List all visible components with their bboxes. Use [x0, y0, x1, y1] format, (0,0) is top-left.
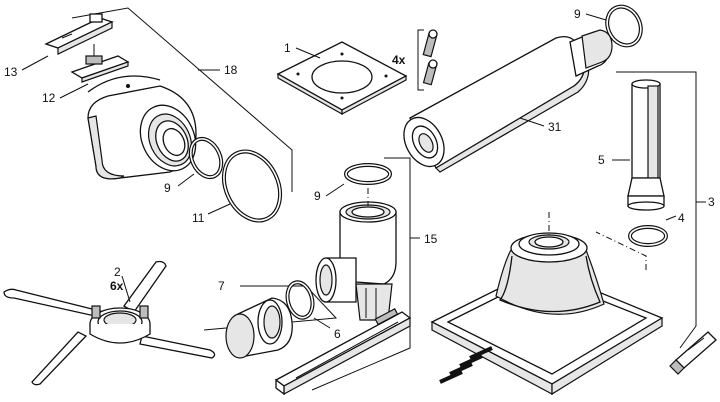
fixing-screws — [439, 346, 493, 384]
callout-11: 11 — [192, 211, 205, 225]
group-3-roof-flashing — [430, 71, 717, 396]
bracket-3 — [616, 71, 697, 349]
wall-plate-1 — [276, 41, 408, 116]
extension-pipe-31 — [403, 29, 613, 173]
callout-5: 5 — [598, 153, 605, 167]
bracket-15 — [311, 157, 411, 391]
leader-9-tee — [325, 183, 345, 197]
elbow-pipe-18 — [87, 85, 197, 180]
seal-ring-9-top — [605, 4, 643, 48]
seal-ring-9-elbow — [188, 136, 224, 180]
clamp-strap — [87, 75, 161, 93]
group-15-tee-assembly — [274, 157, 420, 396]
screw-set — [417, 29, 438, 91]
flashing-base — [430, 232, 664, 396]
callout-2-quantity: 6x — [110, 279, 124, 293]
clamp-plate-12 — [70, 44, 130, 83]
adapter-pipe — [225, 297, 293, 359]
leader-6 — [313, 317, 331, 329]
seal-ring-6 — [285, 280, 315, 320]
leader-2 — [121, 275, 131, 303]
seal-ring-4 — [628, 225, 668, 247]
support-bracket-2 — [3, 260, 216, 386]
callout-9-top: 9 — [574, 7, 581, 21]
leader-9-top — [585, 13, 607, 21]
callout-13: 13 — [4, 65, 18, 79]
leader-4 — [665, 215, 677, 221]
leader-31 — [519, 117, 545, 127]
callout-7: 7 — [218, 279, 225, 293]
callout-3: 3 — [708, 195, 715, 209]
callout-9-elbow: 9 — [164, 181, 171, 195]
group-7-adapter — [203, 280, 338, 359]
callout-18: 18 — [224, 63, 238, 77]
tee-body — [315, 201, 397, 321]
leader-9-elbow — [177, 173, 195, 187]
callout-2: 2 — [114, 265, 121, 279]
inner-tube-5 — [627, 79, 665, 211]
bracket-18 — [71, 7, 293, 192]
clamp-bracket-13 — [44, 13, 114, 55]
mounting-rail — [274, 308, 412, 396]
callout-4: 4 — [678, 211, 685, 225]
callout-31: 31 — [548, 120, 562, 134]
seal-ring-11 — [221, 149, 283, 223]
centerline-tube — [595, 231, 647, 270]
callout-15: 15 — [424, 232, 438, 246]
leader-12 — [59, 83, 89, 99]
callout-9-tee: 9 — [314, 189, 321, 203]
silicone-tube — [669, 331, 717, 375]
seal-ring-9-tee — [344, 163, 392, 185]
callout-1: 1 — [284, 41, 291, 55]
callout-6: 6 — [334, 327, 341, 341]
leader-13 — [21, 55, 49, 71]
leader-1 — [295, 47, 321, 59]
callout-screw-quantity: 4x — [392, 53, 406, 67]
callout-12: 12 — [42, 91, 56, 105]
leader-11 — [207, 203, 231, 215]
group-18-elbow-assembly — [21, 7, 293, 223]
